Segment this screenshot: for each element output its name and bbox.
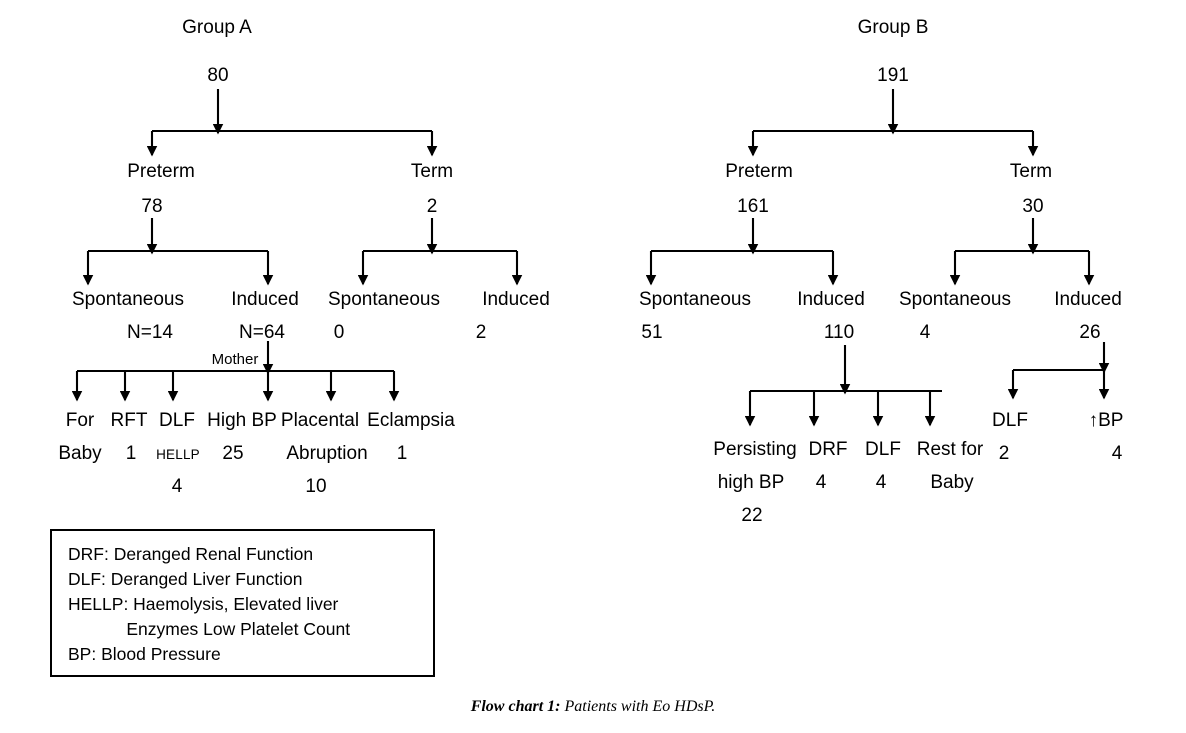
group-b-total: 191 <box>877 65 909 86</box>
group-a-outcome-placental-line1: Placental <box>280 410 360 431</box>
group-b-outcome-rest-line2: Baby <box>930 472 974 493</box>
group-b-outcome-term-dlf-label: DLF <box>992 410 1028 431</box>
group-b-outcome-persisting-line2: high BP <box>717 472 785 493</box>
group-b-outcome-rest-line1: Rest for <box>916 439 984 460</box>
group-b-outcome-term-dlf-count: 2 <box>998 443 1010 464</box>
group-a-mother-note: Mother <box>211 351 259 368</box>
group-b-term-label: Term <box>1009 161 1053 182</box>
group-a-outcome-rft-label: RFT <box>110 410 148 431</box>
group-b-outcome-dlf-count: 4 <box>875 472 887 493</box>
group-a-term-spontaneous-count: 0 <box>333 322 345 343</box>
group-b-outcome-persisting-count: 22 <box>741 505 763 526</box>
group-a-outcome-highbp-label: High BP <box>207 410 277 431</box>
group-b-preterm-label: Preterm <box>725 161 793 182</box>
group-b-outcome-term-bp-count: 4 <box>1111 443 1123 464</box>
group-a-outcome-for: For <box>65 410 95 431</box>
group-a-outcome-hellp-label: HELLP <box>156 447 200 462</box>
group-b-preterm-induced-count: 110 <box>823 322 855 343</box>
group-a-term-count: 2 <box>426 196 438 217</box>
figure-caption-text: Patients with Eo HDsP. <box>560 698 716 715</box>
group-a-outcome-rft-count: 1 <box>125 443 137 464</box>
group-b-term-spontaneous-count: 4 <box>919 322 931 343</box>
group-b-title: Group B <box>857 17 929 38</box>
group-a-outcome-dlf-label: DLF <box>159 410 195 431</box>
legend-item-dlf: DLF: Deranged Liver Function <box>68 569 303 589</box>
legend-item-hellp-cont: Enzymes Low Platelet Count <box>68 619 351 639</box>
legend-list: DRF: Deranged Renal Function DLF: Derang… <box>68 542 350 667</box>
group-b-outcome-term-bp-label: ↑BP <box>1088 410 1124 431</box>
legend-item-drf: DRF: Deranged Renal Function <box>68 544 314 564</box>
group-a-preterm-spontaneous-label: Spontaneous <box>72 289 184 310</box>
group-a-outcome-baby: Baby <box>58 443 102 464</box>
group-a-term-label: Term <box>410 161 454 182</box>
group-a-term-spontaneous-label: Spontaneous <box>328 289 440 310</box>
figure-caption-prefix: Flow chart 1: <box>470 698 561 715</box>
group-a-preterm-induced-count: N=64 <box>239 322 285 343</box>
group-a-preterm-count: 78 <box>141 196 163 217</box>
group-b-term-induced-label: Induced <box>1054 289 1122 310</box>
group-a-outcome-eclampsia-label: Eclampsia <box>367 410 455 431</box>
group-b-outcome-dlf-label: DLF <box>865 439 901 460</box>
group-b-outcome-drf-count: 4 <box>815 472 827 493</box>
group-a-outcome-highbp-count: 25 <box>222 443 244 464</box>
group-a-term-induced-label: Induced <box>482 289 550 310</box>
group-b-outcome-persisting-line1: Persisting <box>713 439 797 460</box>
group-b-preterm-count: 161 <box>737 196 769 217</box>
group-a-preterm-label: Preterm <box>127 161 195 182</box>
legend-item-hellp: HELLP: Haemolysis, Elevated liver <box>68 594 339 614</box>
group-b-preterm-spontaneous-count: 51 <box>641 322 663 343</box>
group-a-title: Group A <box>182 17 252 38</box>
group-a-term-induced-count: 2 <box>475 322 487 343</box>
group-a-outcome-placental-line2: Abruption <box>286 443 368 464</box>
legend-box: DRF: Deranged Renal Function DLF: Derang… <box>50 529 435 677</box>
group-b-outcome-drf-label: DRF <box>808 439 848 460</box>
group-a-preterm-spontaneous-count: N=14 <box>127 322 173 343</box>
figure-caption: Flow chart 1: Patients with Eo HDsP. <box>0 698 1186 716</box>
group-a-outcome-eclampsia-count: 1 <box>396 443 408 464</box>
group-b-term-induced-count: 26 <box>1079 322 1101 343</box>
group-a-outcome-hellp-count: 4 <box>171 476 183 497</box>
legend-item-bp: BP: Blood Pressure <box>68 644 221 664</box>
group-b-preterm-induced-label: Induced <box>797 289 865 310</box>
group-a-preterm-induced-label: Induced <box>231 289 299 310</box>
group-a-total: 80 <box>207 65 229 86</box>
group-b-term-count: 30 <box>1022 196 1044 217</box>
group-b-preterm-spontaneous-label: Spontaneous <box>639 289 751 310</box>
group-a-outcome-placental-count: 10 <box>305 476 327 497</box>
group-b-term-spontaneous-label: Spontaneous <box>899 289 1011 310</box>
